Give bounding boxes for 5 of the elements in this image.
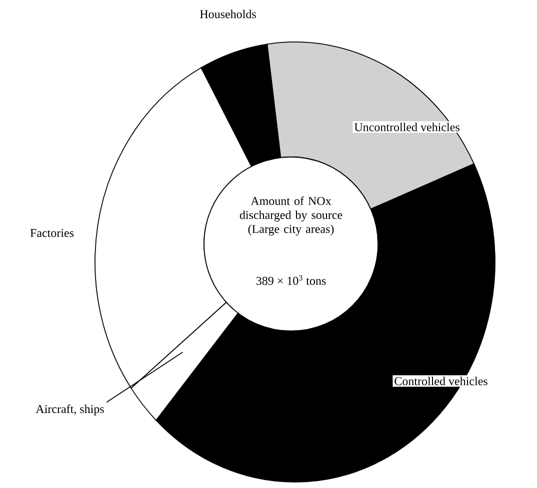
leader-line [106,352,184,403]
node-label: Households [200,10,256,18]
ring-segment [130,302,239,421]
segment-label: Aircraft, ships [36,404,104,416]
node-label: Factories [30,228,74,238]
